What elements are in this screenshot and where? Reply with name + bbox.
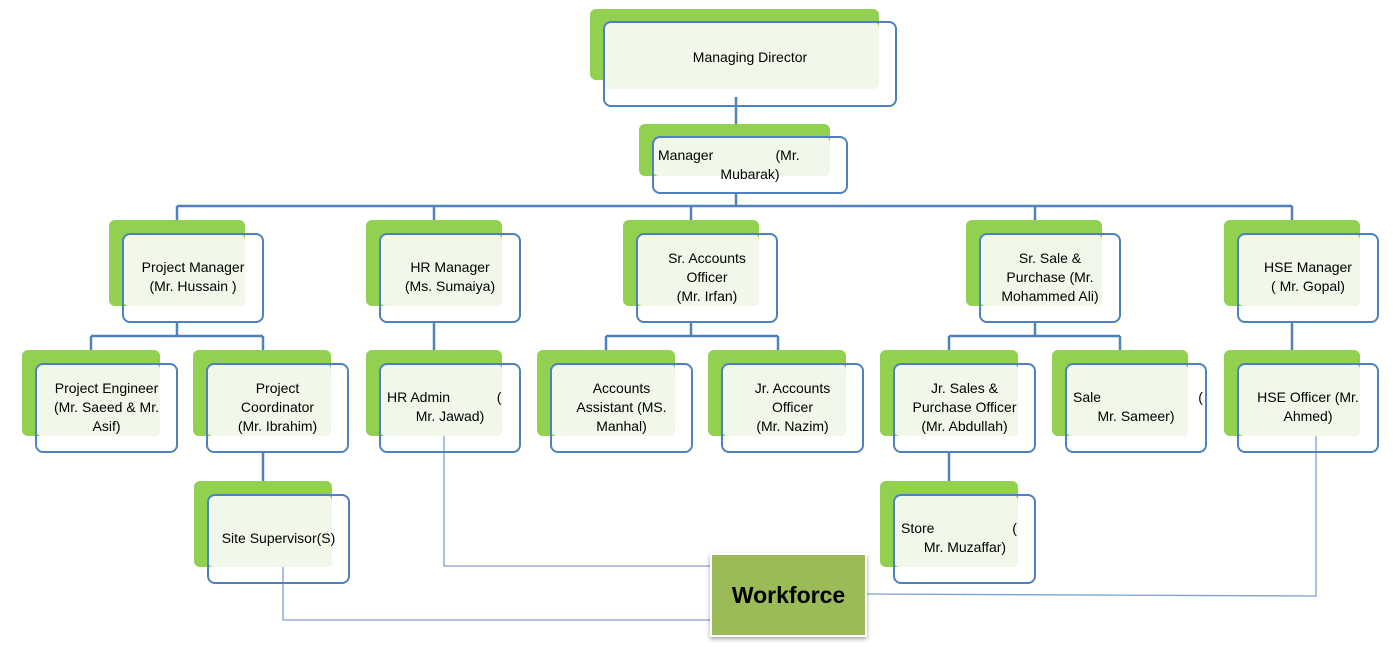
connector-hr-admin-workforce [443,425,710,567]
workforce-label: Workforce [731,581,846,608]
node-label: Sale (Mr. Sameer) [1073,389,1203,424]
node-label: HSE Manager ( Mr. Gopal) [1264,259,1352,294]
node-label: Project Manager (Mr. Hussain ) [141,259,245,294]
node-label: HR Manager (Ms. Sumaiya) [404,259,496,294]
node-label: Jr. Accounts Officer (Mr. Nazim) [754,380,831,434]
node-label: Site Supervisor(S) [221,530,336,546]
node-label: Project Coordinator (Mr. Ibrahim) [237,380,318,434]
connector-site-supervisor-workforce [282,556,710,621]
node-label: HSE Officer (Mr. Ahmed) [1257,389,1359,424]
node-label: Accounts Assistant (MS. Manhal) [576,380,667,434]
node-label: Project Engineer (Mr. Saeed & Mr. Asif) [53,380,160,434]
node-workforce[interactable]: Workforce [710,553,867,637]
node-label: Sr. Sale & Purchase (Mr. Mohammed Ali) [1001,250,1099,304]
node-label: Manager (Mr.Mubarak) [658,147,800,182]
node-label: Sr. Accounts Officer (Mr. Irfan) [668,250,746,304]
node-label: Managing Director [692,49,808,65]
node-label: Store (Mr. Muzaffar) [901,520,1017,555]
node-label: HR Admin (Mr. Jawad) [387,389,502,424]
connector-hse-officer-workforce [866,425,1317,597]
node-label: Jr. Sales & Purchase Officer (Mr. Abdull… [912,380,1017,434]
